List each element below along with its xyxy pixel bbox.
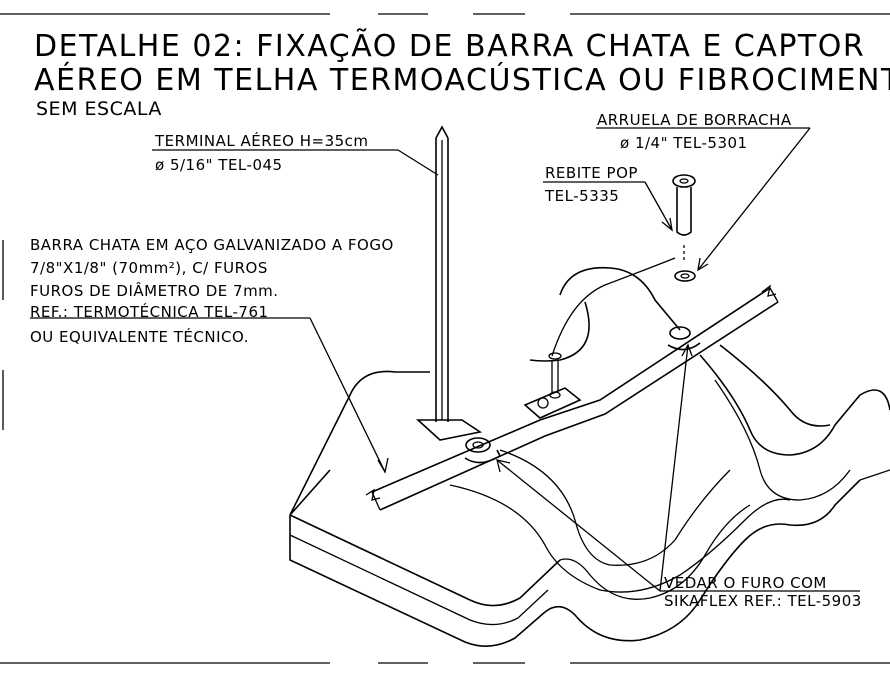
pop-rivet-exploded xyxy=(672,174,696,282)
terminal-tip xyxy=(435,125,449,139)
tile-corrugation-back xyxy=(559,266,681,331)
rubber-washer xyxy=(674,270,696,282)
vedar-label-line-2: SIKAFLEX REF.: TEL-5903 xyxy=(664,592,862,610)
bar-fixing-points xyxy=(464,326,701,464)
flat-bar xyxy=(365,284,779,511)
terminal-label-line-1: TERMINAL AÉREO H=35cm xyxy=(154,131,369,150)
label-vedar: VEDAR O FURO COM SIKAFLEX REF.: TEL-5903 xyxy=(664,574,862,610)
barra-label-line-3: FUROS DE DIÂMETRO DE 7mm. xyxy=(30,281,279,300)
terminal-label-line-2: ø 5/16" TEL-045 xyxy=(155,156,283,174)
sealant-right xyxy=(667,342,701,351)
tile-valley-front xyxy=(499,449,731,566)
barra-label-line-1: BARRA CHATA EM AÇO GALVANIZADO A FOGO xyxy=(30,236,394,254)
barra-label-line-5: OU EQUIVALENTE TÉCNICO. xyxy=(30,327,249,346)
terminal-base-plate xyxy=(415,419,483,441)
label-arruela: ARRUELA DE BORRACHA ø 1/4" TEL-5301 xyxy=(597,111,792,152)
flat-bar-break-left xyxy=(365,488,381,501)
label-rebite: REBITE POP TEL-5335 xyxy=(544,164,638,205)
flat-bar-top-edge xyxy=(371,287,771,493)
tile-valley-curve xyxy=(529,301,590,362)
vedar-label-line-1: VEDAR O FURO COM xyxy=(664,574,827,592)
connector-plate xyxy=(523,387,582,419)
flat-bar-bottom-edge xyxy=(379,301,779,511)
rivet-head xyxy=(672,174,696,188)
tile-front-face-bottom xyxy=(289,515,546,647)
tile-corrugation-inner xyxy=(714,379,851,501)
label-barra: BARRA CHATA EM AÇO GALVANIZADO A FOGO 7/… xyxy=(30,236,394,346)
rivet-small xyxy=(551,360,559,392)
page-title-line-2: AÉREO EM TELHA TERMOACÚSTICA OU FIBROCIM… xyxy=(34,61,890,98)
drawing-frame xyxy=(0,13,890,664)
sealant-left xyxy=(464,449,502,464)
tile-front-corrugation-inner xyxy=(559,504,751,600)
scale-note: SEM ESCALA xyxy=(36,98,162,120)
tile-front-corrugation xyxy=(544,479,861,642)
label-terminal: TERMINAL AÉREO H=35cm ø 5/16" TEL-045 xyxy=(154,131,369,174)
arruela-label-line-2: ø 1/4" TEL-5301 xyxy=(620,134,748,152)
rebite-label-line-1: REBITE POP xyxy=(545,164,638,182)
air-terminal xyxy=(415,125,483,441)
washer-right xyxy=(669,326,691,340)
tile-front-face-top xyxy=(289,514,561,607)
rivet-body xyxy=(676,187,692,236)
page-title-line-1: DETALHE 02: FIXAÇÃO DE BARRA CHATA E CAP… xyxy=(34,28,865,64)
tile-top-left-ridge xyxy=(289,370,430,516)
tile-valley-front-2 xyxy=(449,484,791,593)
tile-top-left-ridge-front xyxy=(289,469,331,516)
roof-tile xyxy=(289,266,890,647)
tile-corrugation-ridge xyxy=(719,344,831,427)
tile-corrugation-mid xyxy=(699,354,890,456)
tile-front-inner xyxy=(289,534,549,626)
rebite-label-line-2: TEL-5335 xyxy=(544,187,619,205)
arruela-label-line-1: ARRUELA DE BORRACHA xyxy=(597,111,792,129)
leader-lines xyxy=(30,127,860,592)
flat-bar-break-right xyxy=(761,284,777,297)
barra-label-line-2: 7/8"X1/8" (70mm²), C/ FUROS xyxy=(30,259,268,277)
barra-label-line-4: REF.: TERMOTÉCNICA TEL-761 xyxy=(30,302,269,321)
washer-left xyxy=(465,437,491,453)
bolt-head xyxy=(537,397,549,409)
